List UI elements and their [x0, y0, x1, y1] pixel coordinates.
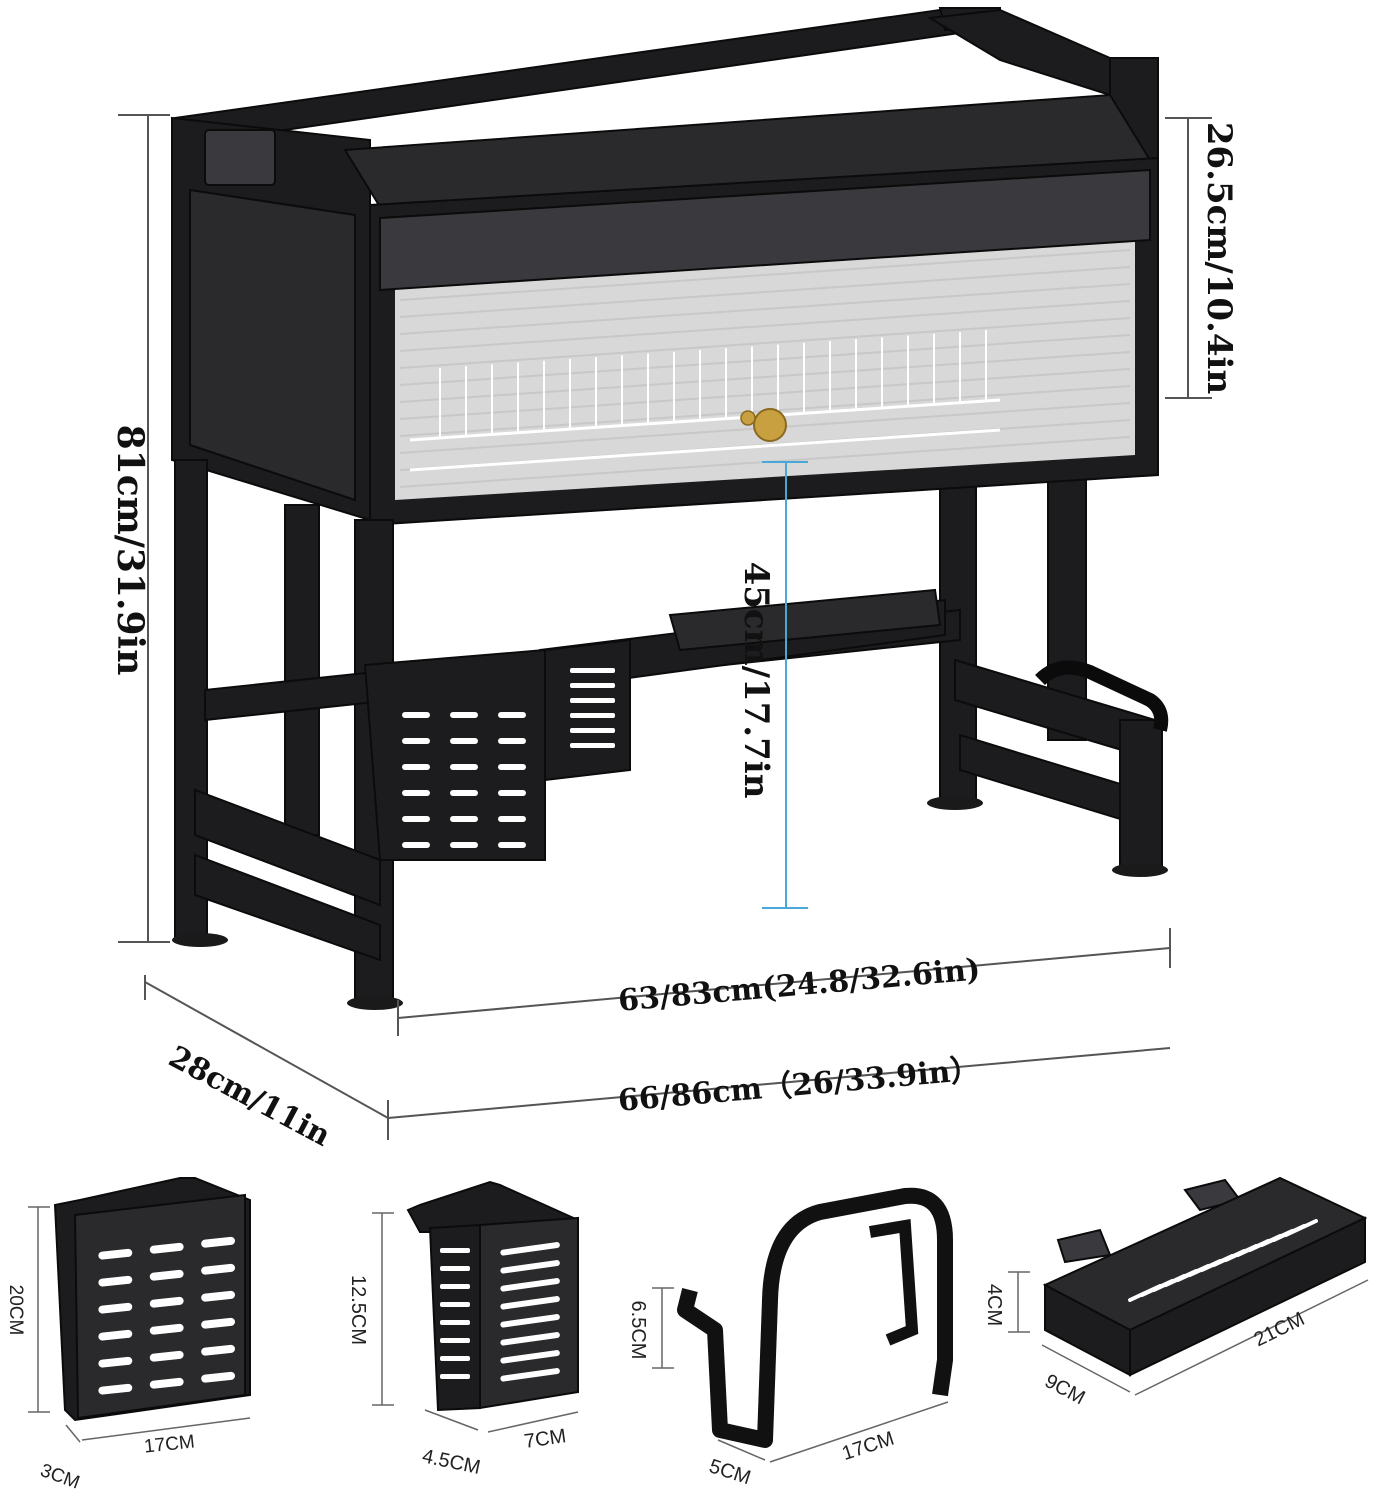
- cutting-board-hanger-illustration: 6.5CM 5CM 17CM: [627, 1187, 953, 1489]
- utensil-holder-height: 12.5CM: [347, 1275, 369, 1345]
- basket-width: 21CM: [1251, 1308, 1309, 1351]
- outer-width-label: 66/86cm（26/33.9in）: [617, 1052, 982, 1119]
- utensil-holder-depth: 4.5CM: [420, 1445, 482, 1479]
- knife-holder-illustration: 20CM 17CM 3CM: [5, 1177, 251, 1494]
- cabinet-height-dimension: 26.5cm/10.4in: [1165, 117, 1239, 399]
- basket-height: 4CM: [983, 1284, 1005, 1326]
- knife-holder-height: 20CM: [5, 1285, 26, 1336]
- total-height-label: 81cm/31.9in: [109, 425, 151, 676]
- knob-icon: [753, 408, 787, 442]
- clearance-dimension: 45cm/17.7in: [736, 461, 808, 909]
- hanger-width: 17CM: [839, 1428, 897, 1465]
- depth-label: 28cm/11in: [163, 1039, 336, 1153]
- inner-width-label: 63/83cm(24.8/32.6in): [617, 952, 982, 1019]
- basket-depth: 9CM: [1041, 1370, 1089, 1409]
- hanger-depth: 5CM: [706, 1455, 753, 1489]
- cabinet-height-label: 26.5cm/10.4in: [1199, 122, 1239, 394]
- sponge-basket-illustration: 4CM 9CM 21CM: [983, 1176, 1369, 1409]
- inner-width-dimension: 63/83cm(24.8/32.6in): [397, 928, 1171, 1036]
- utensil-holder-illustration: 12.5CM 4.5CM 7CM: [347, 1180, 579, 1479]
- hanger-height: 6.5CM: [627, 1301, 649, 1360]
- clearance-label: 45cm/17.7in: [736, 562, 776, 799]
- knife-holder-depth: 3CM: [37, 1460, 82, 1493]
- knife-holder-width: 17CM: [143, 1431, 196, 1457]
- total-height-dimension: 81cm/31.9in: [109, 114, 170, 943]
- dish-rack-illustration: [171, 7, 1169, 1010]
- outer-width-dimension: 66/86cm（26/33.9in）: [387, 1047, 1171, 1140]
- utensil-holder-width: 7CM: [523, 1425, 568, 1453]
